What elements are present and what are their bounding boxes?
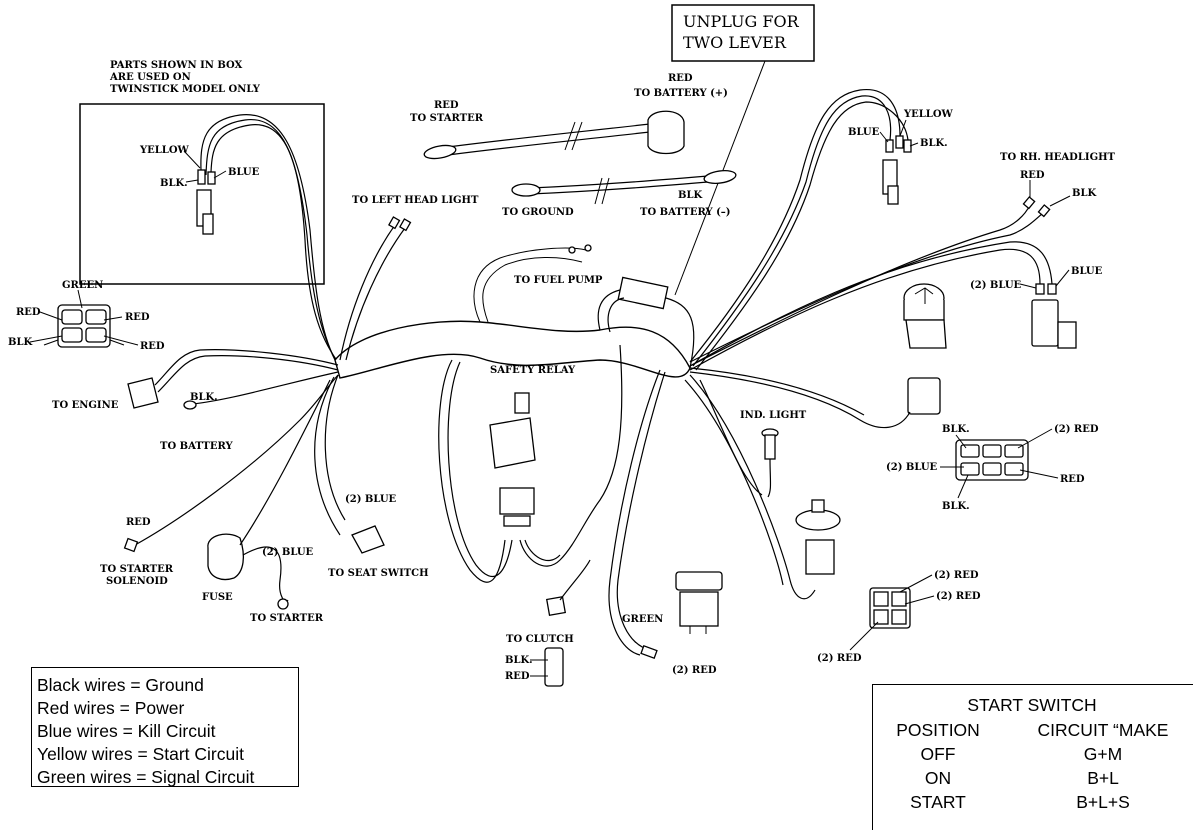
- ign-red2-b-label: (2) RED: [936, 591, 981, 602]
- red-rh-label: RED: [1020, 170, 1045, 181]
- blue-right-single-label: BLUE: [1071, 266, 1103, 277]
- to-starter-solenoid-label-1: TO STARTER: [100, 564, 174, 575]
- fuse-label: FUSE: [202, 592, 233, 603]
- blk-ground-cable: [511, 170, 737, 205]
- to-seat-switch-label: TO SEAT SWITCH: [328, 568, 429, 579]
- top-right-switch: [689, 89, 912, 371]
- circuit-header: CIRCUIT “MAKE: [1037, 720, 1169, 740]
- position-cell: START: [910, 792, 966, 812]
- red-starter-cable: [423, 110, 685, 160]
- unplug-note-box: [671, 4, 815, 62]
- box-blue-label: BLUE: [228, 167, 260, 178]
- blue2-a-label: (2) BLUE: [345, 494, 397, 505]
- legend-power: Red wires = Power: [37, 698, 185, 718]
- to-left-head-light-label: TO LEFT HEAD LIGHT: [352, 195, 479, 206]
- start-switch-table: START SWITCH POSITION CIRCUIT “MAKE OFF …: [872, 684, 1193, 830]
- ign-red2-c-label: (2) RED: [817, 653, 862, 664]
- position-cell: OFF: [920, 744, 956, 764]
- red-battery-label-1: RED: [668, 73, 693, 84]
- bottom-module: [675, 571, 723, 634]
- to-rh-headlight-label: TO RH. HEADLIGHT: [1000, 152, 1116, 163]
- red-battery-label-2: TO BATTERY (+): [634, 88, 728, 99]
- red-conn-label-1: RED: [16, 307, 41, 318]
- start-switch-header: POSITION CIRCUIT “MAKE: [873, 720, 1191, 742]
- circuit-cell: G+M: [1083, 744, 1123, 764]
- ignition-switch: [684, 374, 841, 600]
- ign-red2-a-label: (2) RED: [934, 570, 979, 581]
- blk-battery-neg-label-2: TO BATTERY (–): [640, 207, 731, 218]
- safety-relay: [438, 344, 623, 583]
- to-engine-label: TO ENGINE: [52, 400, 119, 411]
- to-fuel-pump-label: TO FUEL PUMP: [514, 275, 603, 286]
- to-starter-label: TO STARTER: [250, 613, 324, 624]
- to-starter-solenoid-label-2: SOLENOID: [106, 576, 168, 587]
- yellow-right-label: YELLOW: [903, 109, 954, 120]
- blue2-b-label: (2) BLUE: [262, 547, 314, 558]
- safety-relay-label: SAFETY RELAY: [490, 365, 576, 376]
- fuse: [207, 379, 331, 610]
- position-header: POSITION: [896, 720, 980, 740]
- blk-rh-label: BLK: [1072, 188, 1096, 199]
- plug-blk-top-label: BLK.: [942, 424, 970, 435]
- blk-battery-neg-label-1: BLK: [678, 190, 702, 201]
- box-note-line-2: ARE USED ON: [109, 72, 191, 83]
- blue-right-label: BLUE: [848, 127, 880, 138]
- green-conn-label: GREEN: [62, 280, 103, 291]
- red-solenoid-label: RED: [126, 517, 151, 528]
- red-conn-label-3: RED: [140, 341, 165, 352]
- seat-switch: [351, 525, 385, 554]
- red2-bottom-label: (2) RED: [672, 665, 717, 676]
- blk-battery-label: BLK.: [190, 392, 218, 403]
- clutch-red-label: RED: [505, 671, 530, 682]
- key-switch: [903, 283, 947, 349]
- to-battery-label: TO BATTERY: [160, 441, 233, 452]
- blk-conn-label: BLK: [8, 337, 32, 348]
- left-4pin-connector: [43, 304, 125, 348]
- start-switch-row: ON B+L: [873, 768, 1191, 790]
- ind-light: [699, 379, 779, 498]
- to-ground-label: TO GROUND: [502, 207, 574, 218]
- to-clutch-label: TO CLUTCH: [506, 634, 574, 645]
- legend-signal: Green wires = Signal Circuit: [37, 767, 255, 787]
- box-note-line-1: PARTS SHOWN IN BOX: [110, 60, 243, 71]
- clutch-connector: [544, 647, 564, 687]
- right-plunger-switch: [1031, 283, 1077, 349]
- start-switch-title: START SWITCH: [967, 695, 1097, 715]
- blue2-right-label: (2) BLUE: [970, 280, 1022, 291]
- twinstick-box: [79, 103, 325, 285]
- ignition-4pin-connector: [869, 587, 911, 629]
- circuit-cell: B+L+S: [1076, 792, 1130, 812]
- blk-right-label: BLK.: [920, 138, 948, 149]
- legend-ground: Black wires = Ground: [37, 675, 204, 695]
- ind-light-label: IND. LIGHT: [740, 410, 807, 421]
- unplug-connector: [617, 276, 669, 310]
- plug-blk-bottom-label: BLK.: [942, 501, 970, 512]
- wire-color-legend: Black wires = Ground Red wires = Power B…: [31, 667, 299, 787]
- circuit-cell: B+L: [1087, 768, 1119, 788]
- box-yellow-label: YELLOW: [139, 145, 190, 156]
- legend-kill: Blue wires = Kill Circuit: [37, 721, 216, 741]
- green-bottom-label: GREEN: [622, 614, 663, 625]
- red-starter-label-2: TO STARTER: [410, 113, 484, 124]
- box-note-line-3: TWINSTICK MODEL ONLY: [110, 84, 261, 95]
- unplug-line-2: TWO LEVER: [683, 33, 787, 52]
- red-starter-label-1: RED: [434, 100, 459, 111]
- plug-blue2-label: (2) BLUE: [886, 462, 938, 473]
- plug-red-label: RED: [1060, 474, 1085, 485]
- start-switch-row: OFF G+M: [873, 744, 1191, 766]
- red-conn-label-2: RED: [125, 312, 150, 323]
- twinstick-switch: [196, 114, 339, 363]
- six-pin-plug: [689, 367, 1029, 481]
- unplug-line-1: UNPLUG FOR: [683, 12, 800, 31]
- plug-red2-label: (2) RED: [1054, 424, 1099, 435]
- engine-connector: [127, 349, 339, 409]
- start-switch-row: START B+L+S: [873, 792, 1191, 814]
- position-cell: ON: [924, 768, 952, 788]
- clutch-blk-label: BLK.: [505, 655, 533, 666]
- legend-start: Yellow wires = Start Circuit: [37, 744, 244, 764]
- box-blk-label: BLK.: [160, 178, 188, 189]
